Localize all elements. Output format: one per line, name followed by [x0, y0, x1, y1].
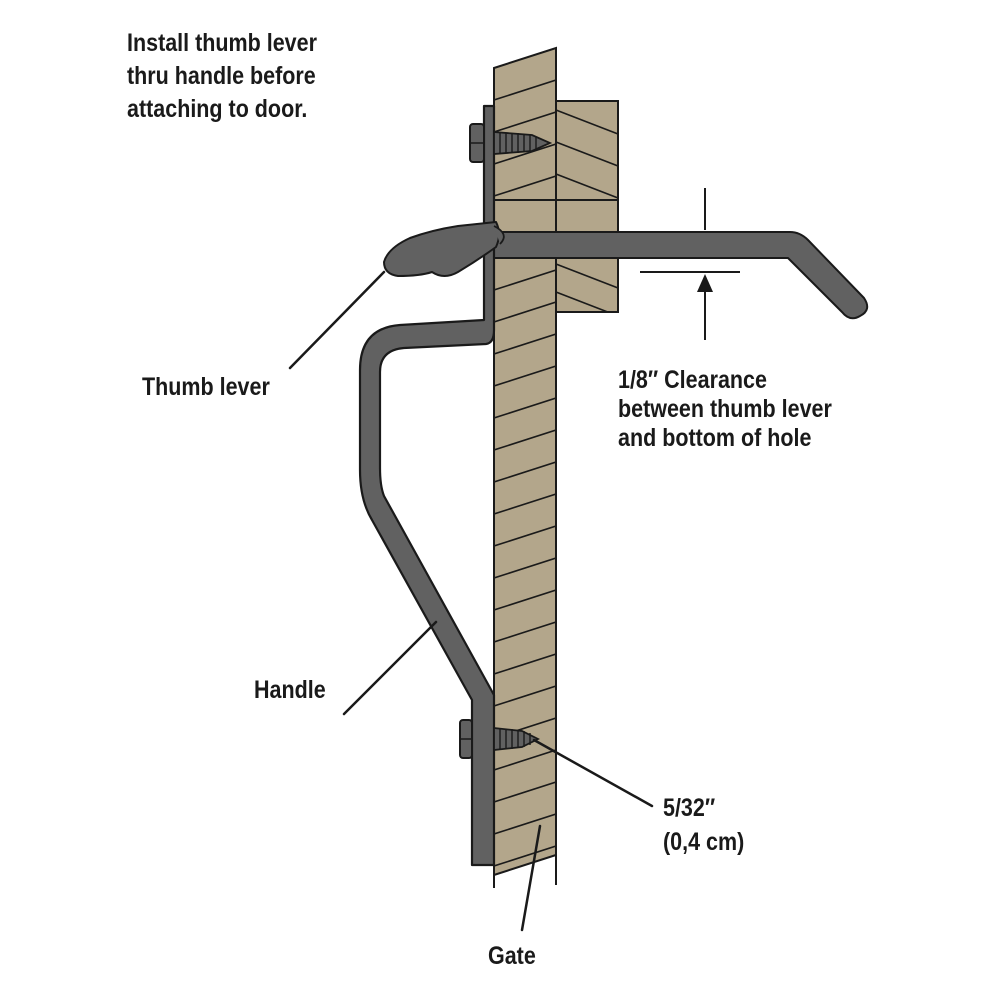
gate-leader [520, 824, 542, 932]
clearance-line-1: 1/8″ Clearance [618, 366, 767, 394]
clearance-note: 1/8″ Clearance between thumb lever and b… [618, 366, 832, 453]
instruction-note: Install thumb lever thru handle before a… [127, 27, 317, 126]
clearance-line-2: between thumb lever [618, 395, 832, 423]
screw-size-fraction: 5/32″ [663, 794, 716, 822]
handle-label: Handle [254, 676, 326, 704]
screw-size-metric: (0,4 cm) [663, 828, 745, 856]
stop-block [555, 100, 619, 313]
screw-size-leader [532, 738, 654, 808]
gate-label: Gate [488, 942, 536, 970]
gate-board [493, 46, 557, 888]
thumb-lever [383, 221, 505, 277]
instruction-line-2: thru handle before [127, 62, 316, 90]
thumb-lever-label: Thumb lever [142, 373, 270, 401]
bottom-screw [459, 719, 541, 759]
clearance-dimension [640, 188, 740, 340]
leader-lines [288, 270, 654, 932]
up-arrow-icon [697, 274, 713, 292]
latch-bar [493, 231, 869, 320]
instruction-line-1: Install thumb lever [127, 29, 317, 57]
top-screw [469, 123, 553, 163]
thumb-lever-leader [288, 270, 386, 370]
instruction-line-3: attaching to door. [127, 95, 308, 123]
handle-leader [342, 620, 438, 716]
clearance-line-3: and bottom of hole [618, 424, 812, 452]
screw-size-note: 5/32″ (0,4 cm) [663, 791, 744, 859]
handle [358, 104, 496, 867]
